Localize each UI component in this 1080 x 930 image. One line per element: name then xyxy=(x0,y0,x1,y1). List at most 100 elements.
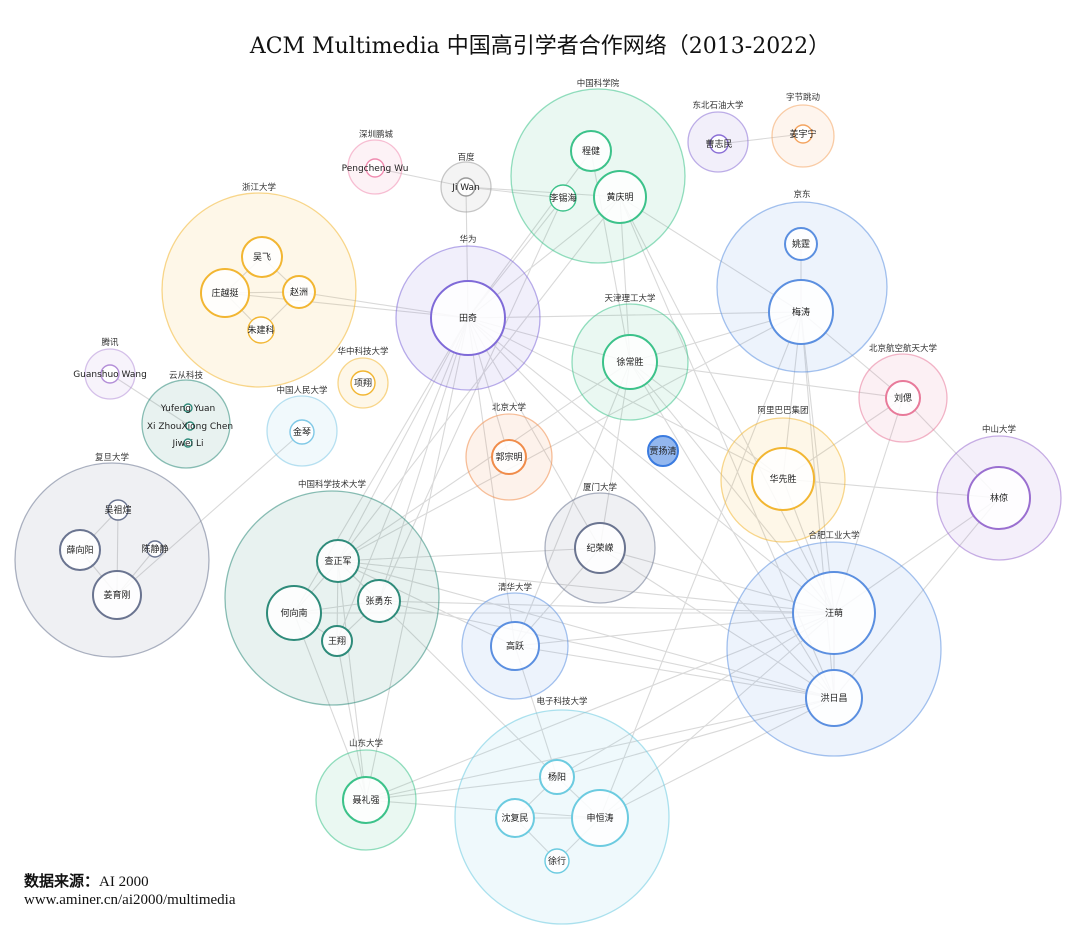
scholar-node-jiweili[interactable] xyxy=(183,438,193,448)
edge-hongrichang-nieliqiang xyxy=(365,697,835,801)
org-label-xmu: 厦门大学 xyxy=(583,482,618,493)
scholar-label-hongrichang: 洪日昌 xyxy=(820,692,847,704)
edge-xuchangsheng-zhazhengjun xyxy=(337,361,631,562)
scholar-node-jirongrong[interactable] xyxy=(574,522,626,574)
org-label-uestc: 电子科技大学 xyxy=(536,696,588,707)
edge-huangqingming-wangmeng xyxy=(619,196,835,614)
scholar-node-xuexiangyang[interactable] xyxy=(59,529,101,571)
scholar-label-huangqingming: 黄庆明 xyxy=(606,191,633,203)
scholar-node-huaxiansheng[interactable] xyxy=(751,447,815,511)
scholar-node-guanshuowang[interactable] xyxy=(100,364,120,384)
scholar-node-xuxing[interactable] xyxy=(544,848,570,874)
org-label-hfut: 合肥工业大学 xyxy=(808,530,860,541)
scholar-node-xiangxiang[interactable] xyxy=(350,370,376,396)
scholar-node-gaoyue[interactable] xyxy=(490,621,540,671)
edge-xuchangsheng-liusi xyxy=(629,361,904,399)
edge-huaxiansheng-linliang xyxy=(782,478,1000,499)
edge-xuchangsheng-hongrichang xyxy=(629,361,835,699)
scholar-node-jiayangqing[interactable] xyxy=(647,435,679,467)
edge-wangmeng-shenhengtao xyxy=(599,612,835,819)
scholar-node-hongrichang[interactable] xyxy=(805,669,863,727)
scholar-node-shenhengtao[interactable] xyxy=(571,789,629,847)
scholar-node-zhaozhou[interactable] xyxy=(282,275,316,309)
scholar-label-xuchangsheng: 徐常胜 xyxy=(616,356,643,368)
scholar-label-linliang: 林倞 xyxy=(990,492,1008,504)
scholar-node-guozongming[interactable] xyxy=(491,439,527,475)
org-label-thu: 清华大学 xyxy=(498,582,533,593)
scholar-node-caozhiming[interactable] xyxy=(709,134,729,154)
scholar-label-guanshuowang: Guanshuo Wang xyxy=(73,370,147,380)
scholar-node-xizhouxiongchen[interactable] xyxy=(185,421,195,431)
scholar-node-wangmeng[interactable] xyxy=(792,571,876,655)
scholar-node-jiwan[interactable] xyxy=(456,177,476,197)
scholar-node-linliang[interactable] xyxy=(967,466,1031,530)
scholar-node-huangqingming[interactable] xyxy=(593,170,647,224)
edge-nieliqiang-zhazhengjun xyxy=(337,560,367,801)
scholar-node-zhazhengjun[interactable] xyxy=(316,539,360,583)
scholar-label-hexiangnan: 何向南 xyxy=(280,607,307,619)
scholar-node-shenfumin[interactable] xyxy=(495,798,535,838)
org-circle-zju xyxy=(161,192,357,388)
scholar-node-zhuangyueting[interactable] xyxy=(200,268,250,318)
scholar-node-chengjian[interactable] xyxy=(570,130,612,172)
scholar-label-yaoting: 姚霆 xyxy=(792,238,810,250)
scholar-label-chenjingjing: 陈静静 xyxy=(141,543,168,555)
edge-lixihai-zhangyongdong xyxy=(378,197,564,602)
edges-layer xyxy=(79,133,1000,862)
org-circle-fudan xyxy=(14,462,210,658)
org-label-nepu: 东北石油大学 xyxy=(692,100,744,111)
edge-xuchangsheng-jirongrong xyxy=(599,361,631,549)
scholar-label-jiayangqing: 贾扬清 xyxy=(649,445,676,457)
scholar-node-wangxiang[interactable] xyxy=(321,625,353,657)
edge-gaoyue-zhazhengjun xyxy=(337,560,516,647)
org-label-tjut: 天津理工大学 xyxy=(604,293,656,304)
scholar-node-jinqin[interactable] xyxy=(289,419,315,445)
scholar-node-chenjingjing[interactable] xyxy=(146,540,164,558)
edge-tianqi-meitao xyxy=(467,311,802,319)
edge-tianqi-zhuangyueting xyxy=(224,292,469,319)
scholar-node-tianqi[interactable] xyxy=(430,280,506,356)
scholar-node-jiangyuning[interactable] xyxy=(793,124,813,144)
scholar-node-meitao[interactable] xyxy=(768,279,834,345)
scholar-node-yufengyuan[interactable] xyxy=(183,403,193,413)
scholar-node-liusi[interactable] xyxy=(885,380,921,416)
edge-yangyang-nieliqiang xyxy=(365,776,558,801)
scholar-node-zhujianke[interactable] xyxy=(247,316,275,344)
org-circle-cas xyxy=(510,88,686,264)
scholar-node-wufei[interactable] xyxy=(241,236,283,278)
edge-hongrichang-yangyang xyxy=(556,697,835,778)
scholar-label-xuexiangyang: 薛向阳 xyxy=(66,544,93,556)
org-circle-ustc xyxy=(224,490,440,706)
org-label-pengcheng: 深圳鹏城 xyxy=(359,129,394,140)
scholar-label-meitao: 梅涛 xyxy=(792,306,810,318)
edge-nieliqiang-wangxiang xyxy=(336,640,367,801)
scholar-label-jiweili: Jiwei Li xyxy=(172,439,204,449)
scholar-node-yaoting[interactable] xyxy=(784,227,818,261)
edge-tianqi-wangxiang xyxy=(336,317,469,642)
scholar-label-pengchengwu: Pengcheng Wu xyxy=(342,164,409,174)
scholar-label-liusi: 刘偲 xyxy=(894,392,912,404)
org-label-ruc: 中国人民大学 xyxy=(276,385,328,396)
scholar-node-pengchengwu[interactable] xyxy=(365,158,385,178)
scholar-label-jiangyuning: 姜宇宁 xyxy=(789,128,816,140)
scholar-node-jiangyugang[interactable] xyxy=(92,570,142,620)
scholar-node-wuzuxuan[interactable] xyxy=(107,499,129,521)
scholar-node-lixihai[interactable] xyxy=(549,184,577,212)
edge-zhazhengjun-jirongrong xyxy=(337,547,601,562)
scholar-node-hexiangnan[interactable] xyxy=(266,585,322,641)
edge-shenhengtao-nieliqiang xyxy=(365,799,601,819)
scholar-label-zhujianke: 朱建科 xyxy=(247,324,274,336)
edge-caozhiming-jiangyuning xyxy=(718,133,804,145)
scholar-node-yangyang[interactable] xyxy=(539,759,575,795)
org-label-tencent: 腾讯 xyxy=(101,337,119,348)
edge-hongrichang-linliang xyxy=(833,497,1000,699)
org-label-fudan: 复旦大学 xyxy=(95,452,130,463)
edge-jiwan-lixihai xyxy=(465,186,564,199)
scholar-node-nieliqiang[interactable] xyxy=(342,776,390,824)
scholar-label-tianqi: 田奇 xyxy=(459,312,477,324)
scholar-node-zhangyongdong[interactable] xyxy=(357,579,401,623)
scholar-node-xuchangsheng[interactable] xyxy=(602,334,658,390)
org-label-ustc: 中国科学技术大学 xyxy=(298,479,367,490)
edge-xuchangsheng-huaxiansheng xyxy=(629,361,784,480)
